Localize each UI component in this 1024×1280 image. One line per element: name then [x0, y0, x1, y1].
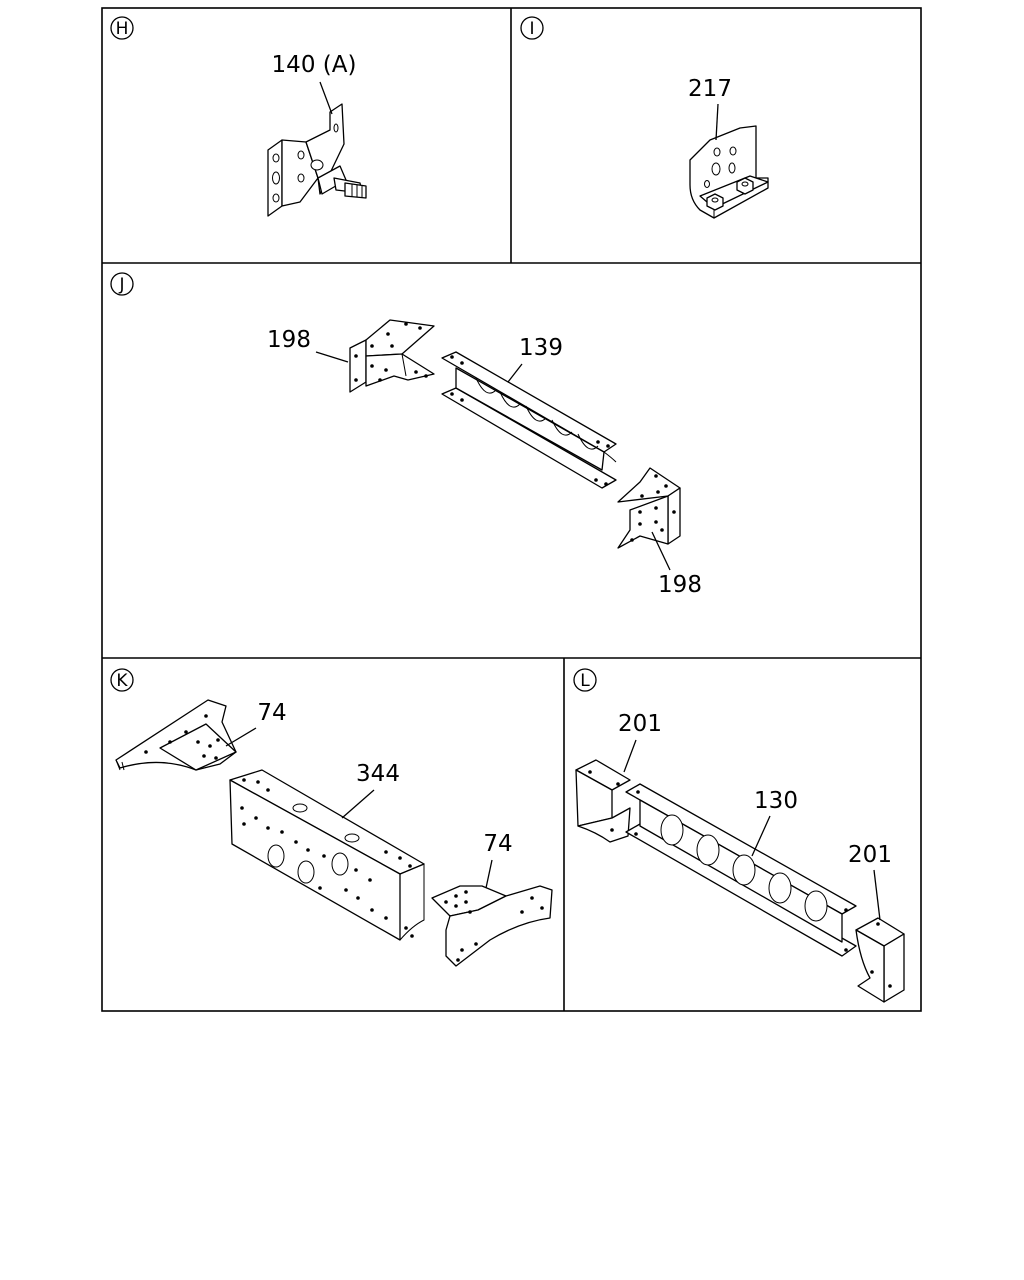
part-74-bracket-lower [431, 885, 553, 967]
callout-201-right: 201 [848, 842, 892, 921]
part-198-bracket-right [617, 467, 681, 549]
callout-198-left: 198 [267, 327, 349, 363]
panel-i: I 217 [520, 16, 769, 219]
panel-i-marker: I [520, 16, 544, 40]
svg-text:74: 74 [483, 831, 512, 857]
svg-text:198: 198 [658, 572, 702, 598]
svg-text:201: 201 [848, 842, 892, 868]
callout-74-upper: 74 [225, 700, 287, 747]
panel-j-marker: J [110, 272, 134, 296]
svg-text:74: 74 [257, 700, 286, 726]
svg-text:217: 217 [688, 76, 732, 102]
part-74-bracket-upper [115, 699, 237, 771]
nut [706, 193, 724, 211]
panel-h-marker: H [110, 16, 134, 40]
svg-text:J: J [118, 275, 124, 295]
callout-139: 139 [507, 335, 563, 383]
svg-text:139: 139 [519, 335, 563, 361]
panel-l: L [573, 668, 905, 1003]
svg-text:201: 201 [618, 711, 662, 737]
svg-text:L: L [580, 671, 590, 691]
callout-201-left: 201 [618, 711, 662, 773]
panel-l-marker: L [573, 668, 597, 692]
nut [736, 177, 754, 195]
svg-text:344: 344 [356, 761, 400, 787]
part-139-crossmember [441, 351, 617, 489]
svg-text:140 (A): 140 (A) [272, 52, 357, 78]
panel-k-marker: K [110, 668, 134, 692]
part-140-bracket [267, 103, 367, 217]
part-201-bracket-left [575, 759, 631, 843]
callout-344: 344 [341, 761, 400, 819]
callout-140a: 140 (A) [272, 52, 357, 115]
panel-j: J [110, 272, 702, 598]
part-344-crossmember [229, 769, 425, 941]
svg-text:198: 198 [267, 327, 311, 353]
svg-text:I: I [529, 19, 534, 39]
callout-130: 130 [751, 788, 798, 857]
panel-h: H 140 (A) [110, 16, 367, 217]
panel-k: K [110, 668, 553, 967]
svg-text:K: K [116, 671, 128, 691]
callout-74-lower: 74 [483, 831, 513, 889]
part-217-bracket [689, 125, 769, 219]
svg-text:130: 130 [754, 788, 798, 814]
diagram-frame [101, 7, 922, 1012]
part-130-crossmember [625, 783, 857, 957]
callout-198-right: 198 [651, 531, 702, 598]
part-201-bracket-right [855, 917, 905, 1003]
part-198-bracket-left [349, 319, 435, 393]
callout-217: 217 [688, 76, 732, 141]
svg-text:H: H [116, 19, 129, 39]
